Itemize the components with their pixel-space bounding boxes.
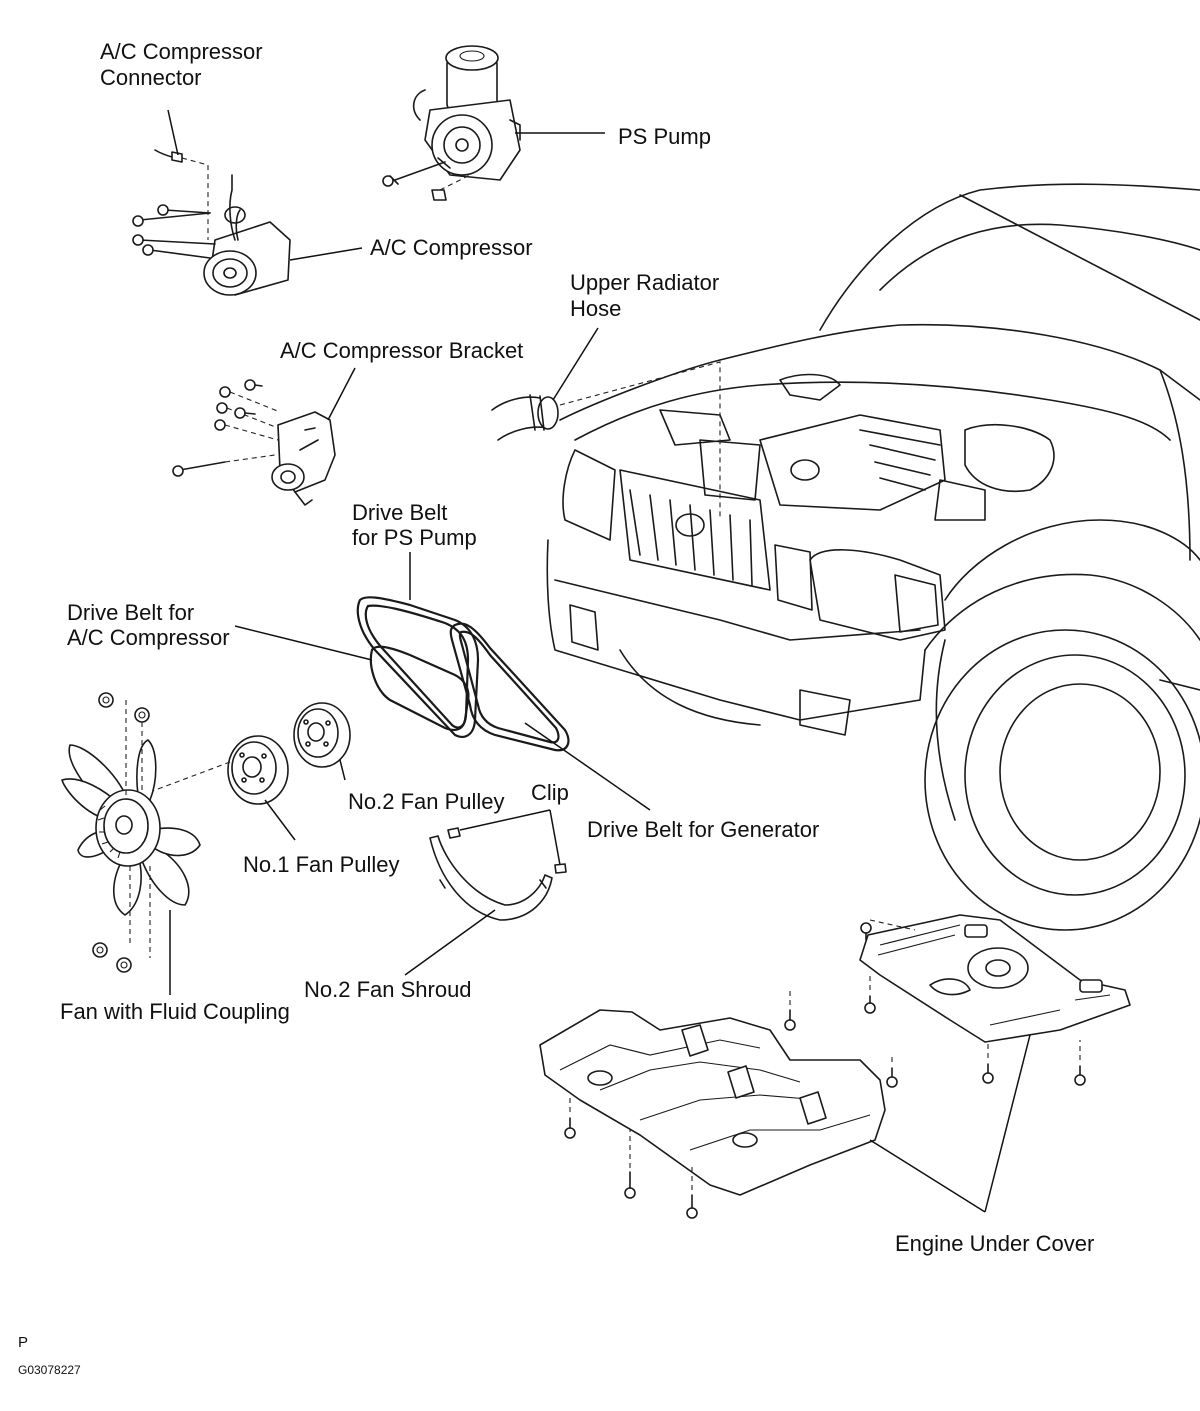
label-engine-under-cover: Engine Under Cover (895, 1231, 1094, 1256)
fan-pulleys-illustration (149, 702, 351, 805)
part-labels: A/C Compressor Connector PS Pump A/C Com… (18, 39, 1094, 1377)
fan-shroud-illustration (429, 827, 567, 921)
label-upper-radiator-hose-line1: Upper Radiator (570, 270, 719, 295)
ac-compressor-bracket-illustration (172, 379, 336, 506)
label-upper-radiator-hose-line2: Hose (570, 296, 621, 321)
drive-belts-illustration (356, 596, 570, 752)
label-drive-belt-ac-compressor-line2: A/C Compressor (67, 625, 230, 650)
label-ps-pump: PS Pump (618, 124, 711, 149)
footer-mark: P (18, 1334, 28, 1351)
ac-compressor-illustration (132, 149, 291, 296)
label-drive-belt-generator: Drive Belt for Generator (587, 817, 819, 842)
label-no1-fan-pulley: No.1 Fan Pulley (243, 852, 400, 877)
label-no2-fan-shroud: No.2 Fan Shroud (304, 977, 472, 1002)
fan-fluid-coupling-illustration (61, 692, 201, 973)
label-ac-compressor-bracket: A/C Compressor Bracket (280, 338, 523, 363)
figure-code: G03078227 (18, 1363, 81, 1377)
label-ac-compressor-connector-line1: A/C Compressor (100, 39, 263, 64)
label-drive-belt-ac-compressor-line1: Drive Belt for (67, 600, 194, 625)
ps-pump-illustration (382, 45, 521, 201)
vehicle-front-illustration (546, 183, 1200, 931)
label-clip: Clip (531, 780, 569, 805)
label-ac-compressor: A/C Compressor (370, 235, 533, 260)
label-drive-belt-ps-pump-line1: Drive Belt (352, 500, 447, 525)
label-ac-compressor-connector-line2: Connector (100, 65, 202, 90)
leader-lines (167, 109, 1031, 1213)
upper-radiator-hose-illustration (491, 361, 721, 520)
label-drive-belt-ps-pump-line2: for PS Pump (352, 525, 477, 550)
label-no2-fan-pulley: No.2 Fan Pulley (348, 789, 505, 814)
engine-under-cover-illustration (539, 914, 1131, 1219)
label-fan-fluid-coupling: Fan with Fluid Coupling (60, 999, 290, 1024)
